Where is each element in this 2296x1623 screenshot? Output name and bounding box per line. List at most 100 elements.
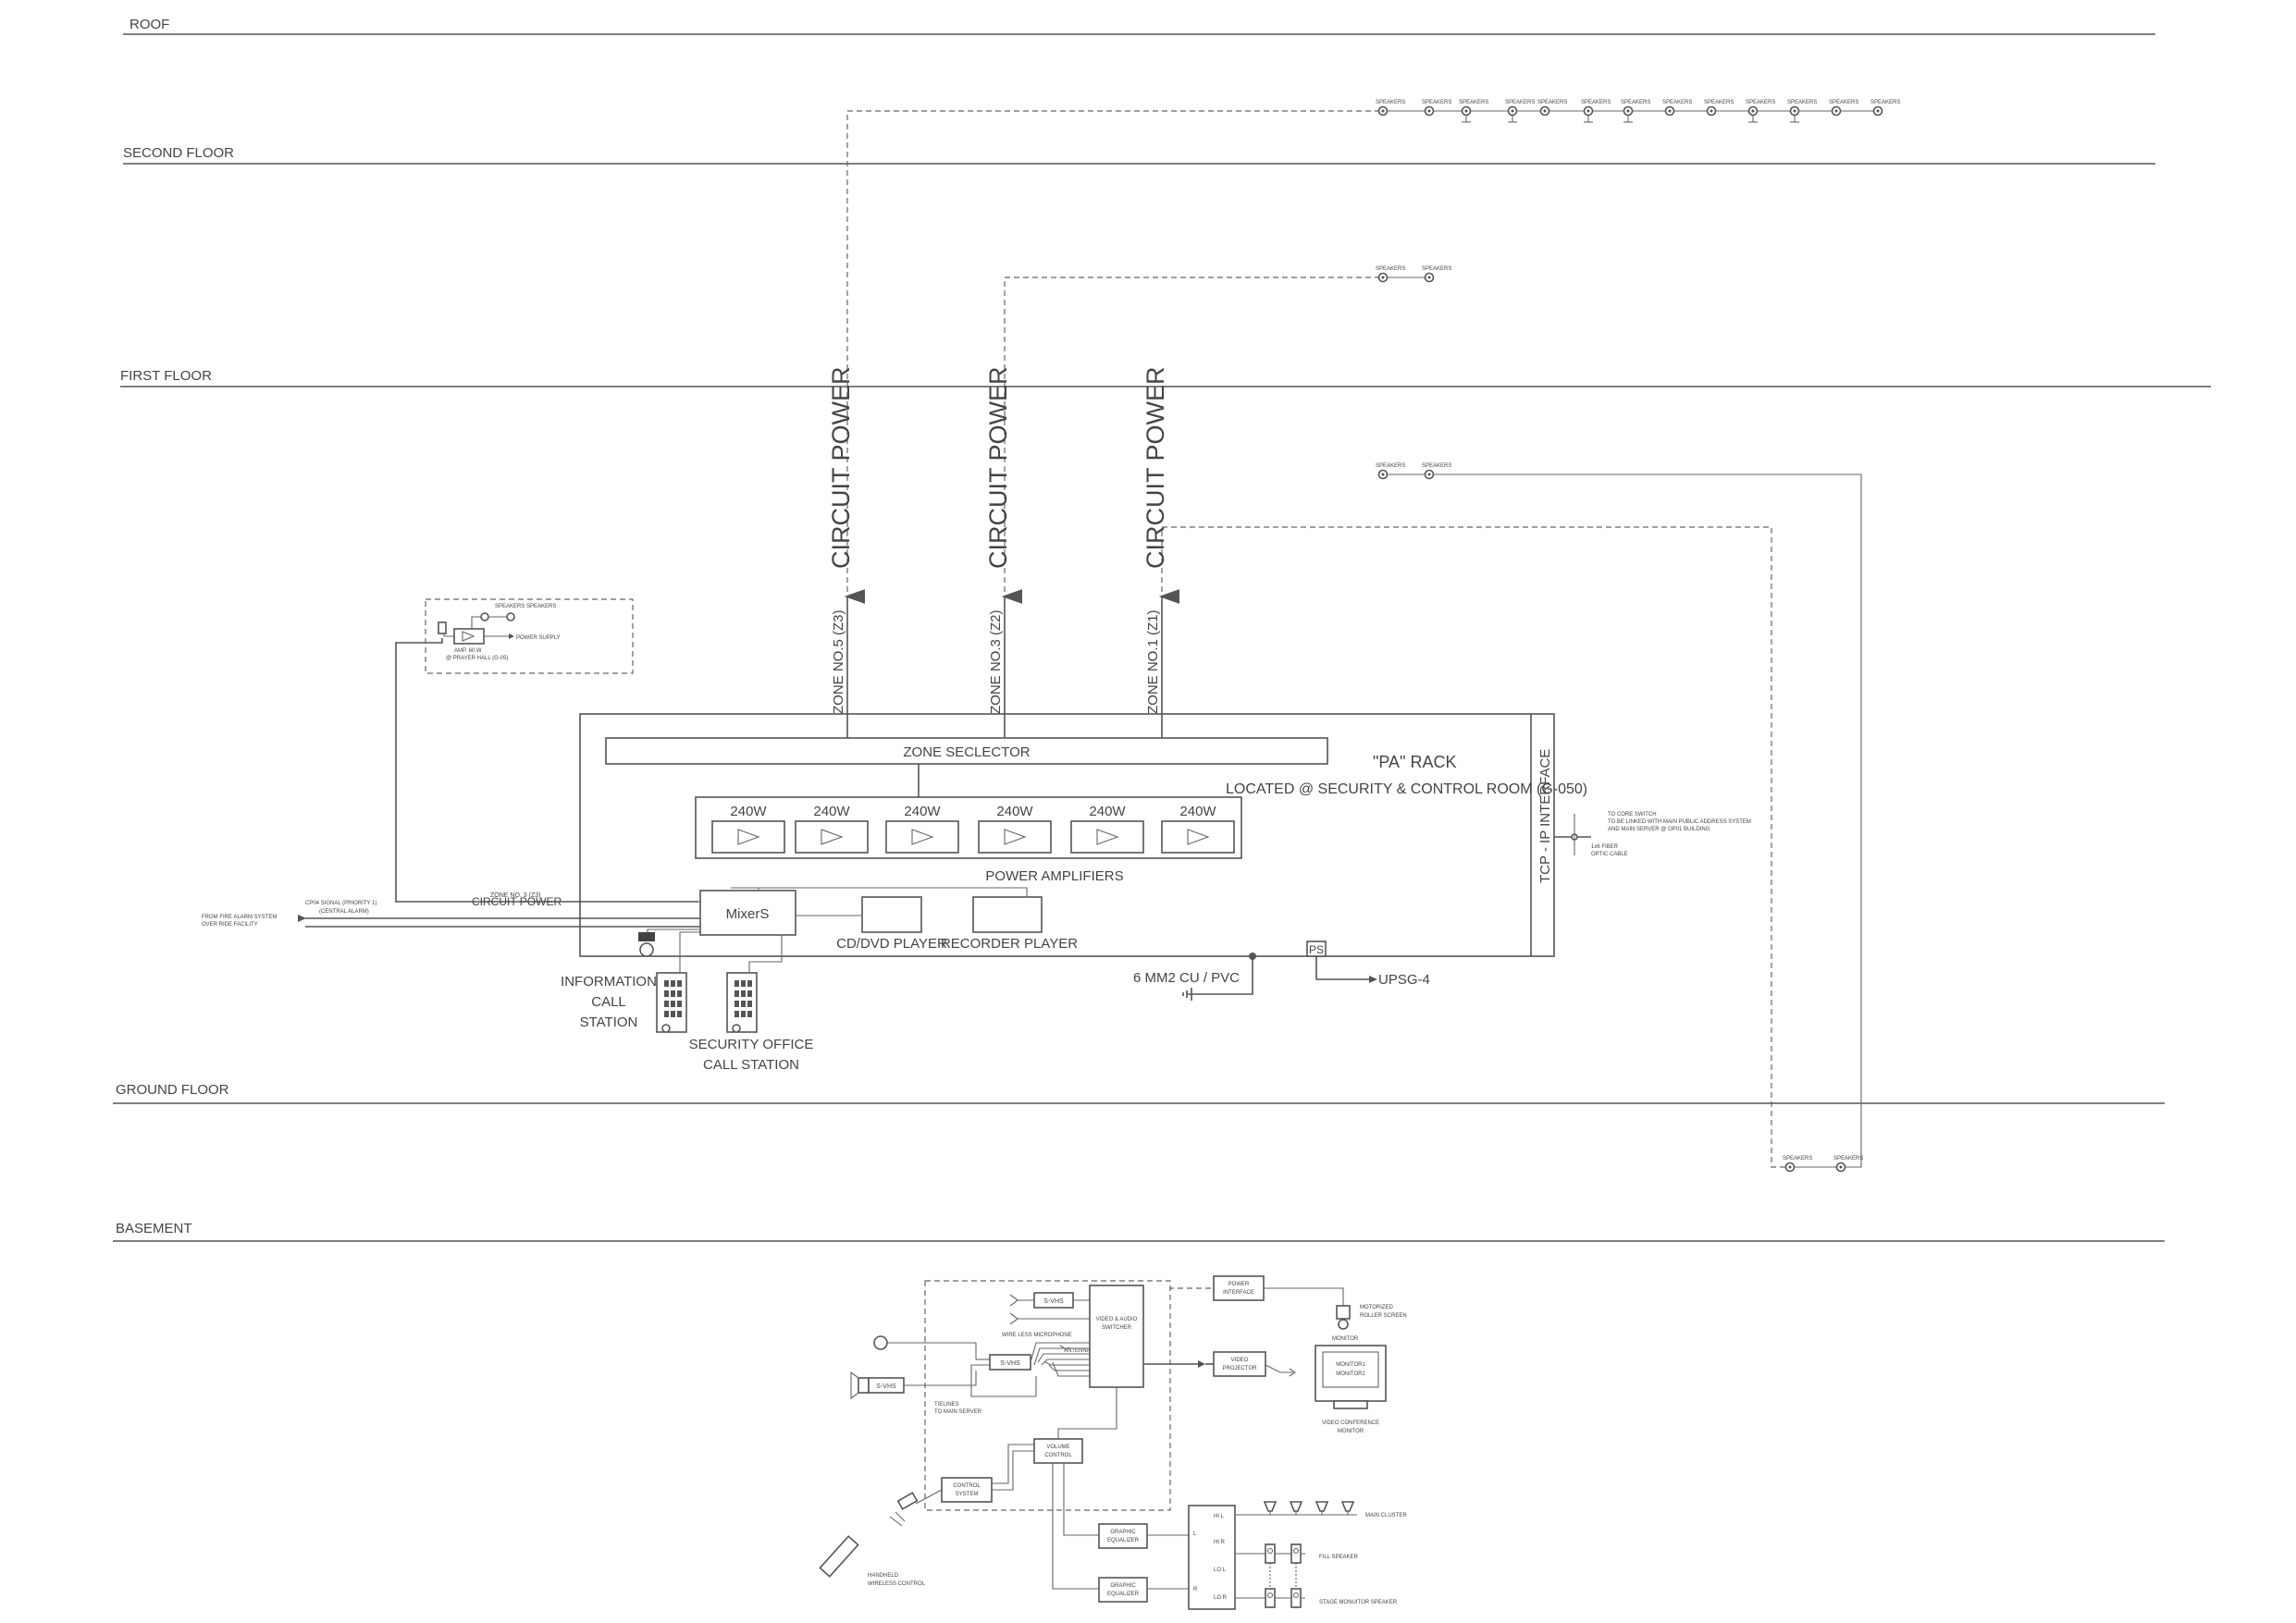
graphic-equalizer-1 — [1098, 1523, 1148, 1549]
zone-3-cable — [1004, 277, 1383, 592]
svhs-mid-label: S-VHS — [1000, 1360, 1020, 1367]
pa-rack-enclosure — [579, 713, 1555, 957]
pa-rack-title: "PA" RACK — [1373, 753, 1456, 771]
speaker-label: SPEAKERS — [1870, 100, 1900, 105]
speaker-icon — [480, 612, 489, 621]
speaker-icon — [506, 612, 515, 621]
speaker-label: SPEAKERS — [1376, 266, 1405, 272]
power-amplifier — [795, 820, 869, 854]
av-signal-bus — [970, 1342, 1090, 1397]
circuit-power-label-z2: CIRCUIT POWER — [984, 366, 1012, 569]
speaker-label: SPEAKERS — [1422, 463, 1451, 469]
speaker-label: SPEAKERS — [1422, 266, 1451, 272]
fiber-label-1: 1x6 FIBER — [1591, 844, 1619, 850]
control-system-box — [941, 1477, 993, 1503]
speaker-label: SPEAKERS — [1459, 100, 1488, 105]
second-floor-speakers: SPEAKERS SPEAKERS — [1376, 266, 1451, 283]
speaker-horn-icon — [1315, 1501, 1329, 1512]
power-amplifier — [1070, 820, 1144, 854]
zone-z3-note: ZONE NO. 3 (Z3) — [490, 892, 540, 899]
zone-1-first-floor-feed — [1429, 473, 1862, 1168]
power-supply-label: POWER SUPPLY — [516, 635, 561, 641]
microphone-icon — [639, 942, 654, 957]
control-system-label-1: CONTROL — [953, 1483, 981, 1489]
power-amplifiers-label: POWER AMPLIFIERS — [985, 868, 1123, 884]
volume-control-label-2: CONTROL — [1044, 1453, 1072, 1458]
ground-cable — [1207, 956, 1253, 995]
recorder-player-label: RECORDER PLAYER — [941, 936, 1078, 952]
graphic-equalizer-2 — [1098, 1577, 1148, 1603]
speaker-label: SPEAKERS — [1787, 100, 1817, 105]
amplifier-rack — [695, 796, 1242, 859]
monitor-label: MONITOR — [1332, 1336, 1359, 1342]
basement-label: BASEMENT — [116, 1221, 192, 1236]
amplifier-icon — [1096, 829, 1119, 845]
antenna-icon — [1009, 1294, 1018, 1307]
ground-floor-label: GROUND FLOOR — [116, 1082, 229, 1098]
fire-alarm-input: CP04 SIGNAL (PRIORITY 1) (CENTRAL ALARM)… — [202, 901, 700, 928]
power-amplifier — [885, 820, 959, 854]
channel-lo-r: LO R — [1214, 1595, 1228, 1601]
zone-3-label: ZONE NO.3 (Z2) — [988, 609, 1004, 714]
antenna-label: ANTENNA — [1064, 1348, 1091, 1354]
speaker-label: SPEAKERS — [1704, 100, 1734, 105]
speaker-label: SPEAKERS — [1376, 100, 1405, 105]
prayer-hall-amplifier: SPEAKERS SPEAKERS POWER SUPPLY AMP. 60 W… — [395, 598, 698, 903]
amp-60w-box — [453, 628, 485, 645]
control-system-label-2: SYSTEM — [956, 1492, 979, 1497]
roller-screen-label-2: ROLLER SCREEN — [1360, 1313, 1407, 1319]
eq2-label-2: EQUALIZER — [1107, 1592, 1140, 1597]
circuit-power-label-z3: CIRCUIT POWER — [827, 366, 855, 569]
volume-control-label-1: VOLUME — [1046, 1445, 1069, 1450]
switcher-label-1: VIDEO & AUDIO — [1096, 1317, 1138, 1322]
fill-speaker-label: FILL SPEAKER — [1319, 1555, 1358, 1560]
tcp-ip-interface-label: TCP - IP INTERFACE — [1537, 749, 1553, 883]
cd-player-label: CD/DVD PLAYER — [836, 936, 947, 952]
amplifier-wattage: 240W — [904, 804, 941, 819]
volume-control-box — [1033, 1438, 1083, 1464]
zone-1-label: ZONE NO.1 (Z1) — [1145, 609, 1161, 714]
eq1-label-2: EQUALIZER — [1107, 1538, 1140, 1543]
power-amplifier — [978, 820, 1052, 854]
vc-monitor-label-2: MONITOR — [1338, 1429, 1364, 1434]
crossover-in-l: L — [1193, 1531, 1197, 1537]
amplifier-wattage: 240W — [1089, 804, 1126, 819]
zone-5-label: ZONE NO.5 (Z3) — [831, 609, 846, 714]
fire-signal-label-2: (CENTRAL ALARM) — [319, 909, 369, 915]
channel-hi-l: HI L — [1214, 1514, 1225, 1519]
video-projector-box — [1213, 1351, 1266, 1377]
security-station-label-1: SECURITY OFFICE — [689, 1037, 814, 1052]
tielines-label-2: TO MAIN SERVER — [934, 1409, 982, 1415]
zone-5-cable — [846, 110, 1383, 592]
zone-1-cable — [1161, 526, 1790, 1168]
ground-cable-label: 6 MM2 CU / PVC — [1133, 970, 1240, 986]
speaker-label: SPEAKERS — [1746, 100, 1775, 105]
zone-1-circuit — [1158, 473, 1862, 1168]
speaker-label: SPEAKERS — [1662, 100, 1692, 105]
core-switch-label-3: AND MAIN SERVER @ OP01 BUILDING — [1608, 827, 1710, 832]
cd-player-box — [861, 896, 922, 933]
ps-label: PS — [1309, 943, 1324, 956]
power-amplifier — [711, 820, 785, 854]
tielines-label-1: TIELINES — [934, 1402, 959, 1408]
circuit-power-label-z1: CIRCUIT POWER — [1142, 366, 1169, 569]
power-interface-label-1: POWER — [1228, 1282, 1250, 1287]
amplifier-wattage: 240W — [1179, 804, 1216, 819]
speaker-label: SPEAKERS — [1537, 100, 1567, 105]
roof-label: ROOF — [130, 17, 169, 32]
amplifier-wattage: 240W — [730, 804, 767, 819]
speaker-label: SPEAKERS — [1829, 100, 1858, 105]
vc-monitor-label-1: VIDEO CONFERENCE — [1322, 1420, 1379, 1426]
prayer-hall-speakers-label: SPEAKERS SPEAKERS — [495, 604, 556, 609]
antenna-icon — [1009, 1312, 1018, 1325]
camera-icon — [858, 1377, 870, 1394]
pa-rack: TCP - IP INTERFACE ZONE SECLECTOR "PA" R… — [472, 713, 1751, 1001]
amplifier-wattage: 240W — [996, 804, 1033, 819]
speaker-label: SPEAKERS — [1505, 100, 1535, 105]
speaker-outputs — [1235, 1501, 1357, 1608]
recorder-player-box — [972, 896, 1043, 933]
speaker-label: SPEAKERS — [1621, 100, 1650, 105]
